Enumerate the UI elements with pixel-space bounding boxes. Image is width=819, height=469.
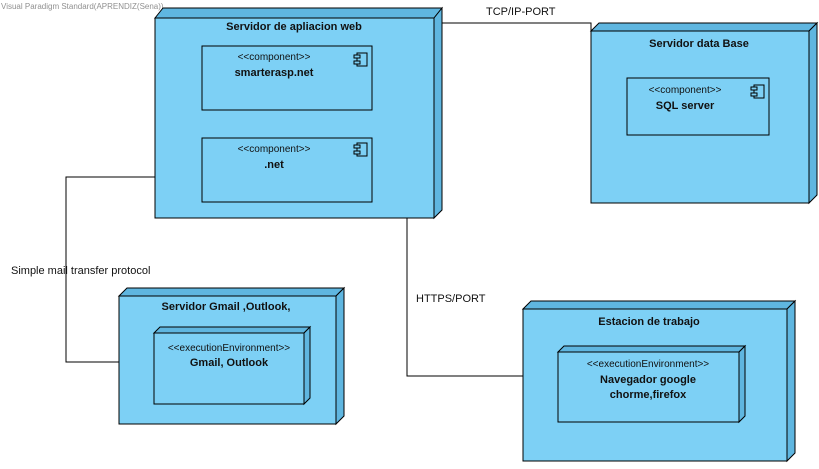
- component-sql-server-name: SQL server: [656, 100, 715, 112]
- component-dotnet-name: .net: [264, 159, 284, 171]
- component-dotnet-stereotype: <<component>>: [238, 144, 311, 155]
- execution-environment-browser-name-line2: chorme,firefox: [610, 389, 687, 401]
- connector-https[interactable]: [406, 218, 523, 377]
- node-database-server-title: Servidor data Base: [649, 38, 749, 50]
- execution-environment-mail-stereotype: <<executionEnvironment>>: [168, 343, 290, 354]
- connector-tcp[interactable]: [435, 22, 592, 31]
- node-mail-server-title: Servidor Gmail ,Outlook,: [162, 301, 291, 313]
- node-web-server-title: Servidor de apliacion web: [226, 21, 362, 33]
- node-web-server[interactable]: Servidor de apliacion web <<component>> …: [153, 6, 444, 220]
- node-mail-server[interactable]: Servidor Gmail ,Outlook, <<executionEnvi…: [117, 286, 346, 426]
- component-dotnet[interactable]: <<component>> .net: [201, 137, 373, 203]
- connector-smtp-label: Simple mail transfer protocol: [11, 265, 150, 277]
- execution-environment-browser-name-line1: Navegador google: [600, 374, 696, 386]
- component-smarterasp[interactable]: <<component>> smarterasp.net: [201, 45, 373, 111]
- execution-environment-browser-stereotype: <<executionEnvironment>>: [587, 359, 709, 370]
- component-sql-server[interactable]: <<component>> SQL server: [626, 77, 770, 136]
- component-icon: [353, 142, 368, 157]
- execution-environment-browser[interactable]: <<executionEnvironment>> Navegador googl…: [556, 344, 747, 424]
- node-workstation-title: Estacion de trabajo: [598, 316, 700, 328]
- execution-environment-mail[interactable]: <<executionEnvironment>> Gmail, Outlook: [152, 325, 312, 406]
- node-database-server[interactable]: Servidor data Base <<component>> SQL ser…: [589, 21, 819, 205]
- connector-tcp-label: TCP/IP-PORT: [486, 6, 556, 18]
- component-icon: [750, 84, 765, 99]
- component-smarterasp-stereotype: <<component>>: [238, 52, 311, 63]
- connector-https-label: HTTPS/PORT: [416, 293, 486, 305]
- component-smarterasp-name: smarterasp.net: [235, 67, 314, 79]
- connector-smtp[interactable]: [65, 176, 155, 363]
- watermark: Visual Paradigm Standard(APRENDIZ(Sena)): [1, 2, 164, 11]
- node-workstation[interactable]: Estacion de trabajo <<executionEnvironme…: [521, 299, 797, 463]
- component-sql-server-stereotype: <<component>>: [649, 85, 722, 96]
- component-icon: [353, 52, 368, 67]
- execution-environment-mail-name: Gmail, Outlook: [190, 357, 269, 369]
